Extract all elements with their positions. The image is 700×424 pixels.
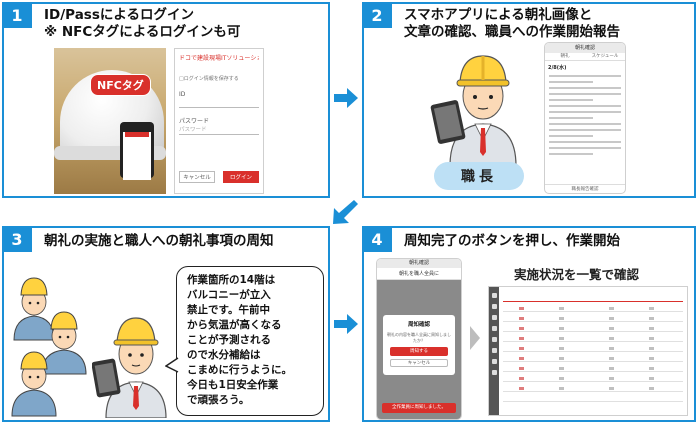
report-button[interactable]: 職長報告確認 <box>545 184 625 193</box>
smartphone-screen: 朝礼確認 朝礼を職人全員に 周知確認 朝礼の内容を職人全員に周知しましたか？ 周… <box>376 258 462 420</box>
dialog-title: 周知確認 <box>407 322 430 328</box>
tab-morning[interactable]: 朝礼 <box>560 54 570 59</box>
step-4-panel: 4 周知完了のボタンを押し、作業開始 朝礼確認 朝礼を職人全員に 周知確認 朝礼… <box>362 226 696 422</box>
status-dashboard <box>488 286 688 416</box>
chevron-right-icon <box>470 326 480 350</box>
step-number: 1 <box>4 4 32 28</box>
cancel-button[interactable]: キャンセル <box>179 171 215 183</box>
arrow-right-icon <box>334 314 358 334</box>
report-date: 2/8(水) <box>548 65 567 71</box>
password-label: パスワード <box>179 118 210 125</box>
cancel-button[interactable]: キャンセル <box>390 359 448 367</box>
login-button[interactable]: ログイン <box>223 171 259 183</box>
screen-header: 朝礼確認 <box>377 259 461 268</box>
workers-group-icon <box>11 277 87 417</box>
smartphone-screen: 朝礼確認 朝礼 スケジュール 2/8(水) 職長報告確認 <box>544 42 626 194</box>
notify-complete-button[interactable]: 全作業員に周知しました。 <box>382 403 456 413</box>
dialog-message: 朝礼の内容を職人全員に周知しましたか？ <box>387 332 451 343</box>
screen-subheader: 朝礼を職人全員に <box>377 268 461 280</box>
arrow-down-left-icon <box>333 200 358 224</box>
login-screen: ドコで建設現場ITソリューション □ログイン情報を保存する ID パスワード パ… <box>174 48 264 194</box>
foreman-label: 職長 <box>434 162 524 190</box>
dashboard-sidebar <box>489 287 499 415</box>
arrow-right-icon <box>334 88 358 108</box>
foreman-with-tablet-icon <box>430 55 517 166</box>
foreman-with-tablet-icon <box>92 317 167 418</box>
speech-bubble: 作業箇所の14階は バルコニーが立入 禁止です。午前中 から気温が高くなる こと… <box>165 266 324 416</box>
step-title: 周知完了のボタンを押し、作業開始 <box>404 233 620 249</box>
step-number: 3 <box>4 228 32 252</box>
step-title: スマホアプリによる朝礼画像と 文章の確認、職員への作業開始報告 <box>404 7 620 40</box>
step-title: 朝礼の実施と職人への朝礼事項の周知 <box>44 233 274 249</box>
step-1-panel: 1 ID/Passによるログイン ※ NFCタグによるログインも可 NFCタグ … <box>2 2 330 198</box>
id-field[interactable] <box>179 98 259 108</box>
nfc-tag-label: NFCタグ <box>90 74 151 96</box>
status-list-title: 実施状況を一覧で確認 <box>514 267 640 282</box>
smartphone-icon <box>120 122 154 180</box>
app-name: ドコで建設現場ITソリューション <box>179 55 259 62</box>
screen-header: 朝礼確認 <box>545 43 625 53</box>
password-field[interactable]: パスワード <box>179 125 259 135</box>
tab-schedule[interactable]: スケジュール <box>591 54 619 59</box>
step-3-panel: 3 朝礼の実施と職人への朝礼事項の周知 <box>2 226 330 422</box>
helmet-photo: NFCタグ <box>54 48 166 194</box>
id-label: ID <box>179 91 186 98</box>
remember-checkbox[interactable]: □ログイン情報を保存する <box>179 76 239 82</box>
confirm-button[interactable]: 周知する <box>390 347 448 356</box>
confirm-dialog: 周知確認 朝礼の内容を職人全員に周知しましたか？ 周知する キャンセル <box>383 315 455 375</box>
step-title: ID/Passによるログイン ※ NFCタグによるログインも可 <box>44 7 241 40</box>
step-number: 2 <box>364 4 392 28</box>
step-2-panel: 2 スマホアプリによる朝礼画像と 文章の確認、職員への作業開始報告 職長 朝礼確… <box>362 2 696 198</box>
step-number: 4 <box>364 228 392 252</box>
